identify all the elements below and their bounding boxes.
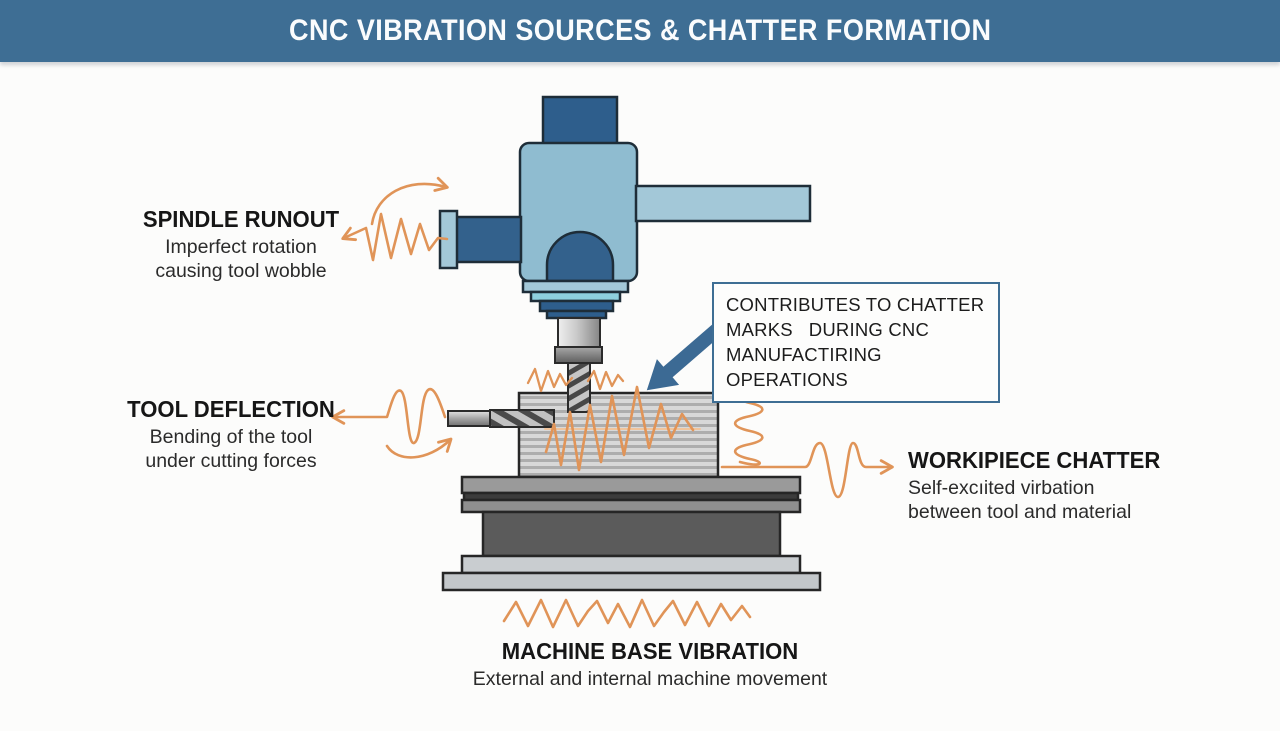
spindle-collar-3 [538,299,615,313]
callout-line-2: MARKS DURING CNC [726,319,929,340]
cutting-vibration-left [526,367,574,393]
tool-deflection-wave [331,387,447,445]
spindle-arm-right [634,184,812,223]
machine-base-heading: MACHINE BASE VIBRATION [501,638,799,664]
callout-box: CONTRIBUTES TO CHATTER MARKS DURING CNC … [712,282,1000,403]
workpiece-chatter-line-2: between tool and material [908,501,1132,523]
side-tool-shank [447,410,491,427]
spindle-vibration-wave [341,212,449,262]
machine-base-line-1: External and internal machine movement [472,668,828,690]
workpiece [517,391,720,479]
table-layer-top [460,475,802,495]
cutting-vibration-right [586,369,625,391]
spindle-collar-4 [545,309,608,320]
tool-deflection-line-2: under cutting forces [145,450,317,472]
base-plate-upper [460,554,802,575]
table-layer-bottom [460,498,802,514]
tool-deflection-line-1: Bending of the tool [149,426,313,448]
callout-line-1: CONTRIBUTES TO CHATTER [726,294,985,315]
spindle-dome [545,230,615,283]
base-vibration-wave [502,598,752,629]
chatter-arrow-wave [720,441,894,499]
spindle-runout-line-1: Imperfect rotation [165,236,317,258]
callout-line-3: MANUFACTIRING OPERATIONS [726,344,888,390]
callout-arrow [646,321,725,391]
spindle-shaft [557,317,601,348]
workpiece-spring-wave [733,386,764,466]
label-workpiece-chatter: WORKIPIECE CHATTER Self-excıited virbati… [908,447,1178,524]
base-plate-lower [441,571,822,592]
side-tool-flutes [489,409,555,428]
workpiece-chatter-heading: WORKIPIECE CHATTER [908,447,1161,473]
spindle-motor-block [541,95,619,150]
base-block [481,510,782,558]
spindle-runout-line-2: causing tool wobble [155,260,327,282]
tool-deflection-heading: TOOL DEFLECTION [127,396,335,422]
label-tool-deflection: TOOL DEFLECTION Bending of the tool unde… [116,396,346,473]
workpiece-vibration-wave [544,385,695,472]
spindle-runout-heading: SPINDLE RUNOUT [142,206,340,232]
label-machine-base-vibration: MACHINE BASE VIBRATION External and inte… [410,638,890,691]
tool-deflection-arc-arrow [385,437,453,459]
spindle-rotation-arrow [370,176,449,226]
spindle-collar-2 [529,290,622,303]
header-bar: CNC VIBRATION SOURCES & CHATTER FORMATIO… [0,0,1280,62]
workpiece-chatter-line-1: Self-excıited virbation [908,477,1095,499]
label-spindle-runout: SPINDLE RUNOUT Imperfect rotation causin… [126,206,356,283]
spindle-arm-left [453,215,523,264]
spindle-collar-1 [521,279,630,294]
drill-bit [567,362,591,413]
tool-chuck [554,346,603,364]
page-title: CNC VIBRATION SOURCES & CHATTER FORMATIO… [288,14,992,47]
